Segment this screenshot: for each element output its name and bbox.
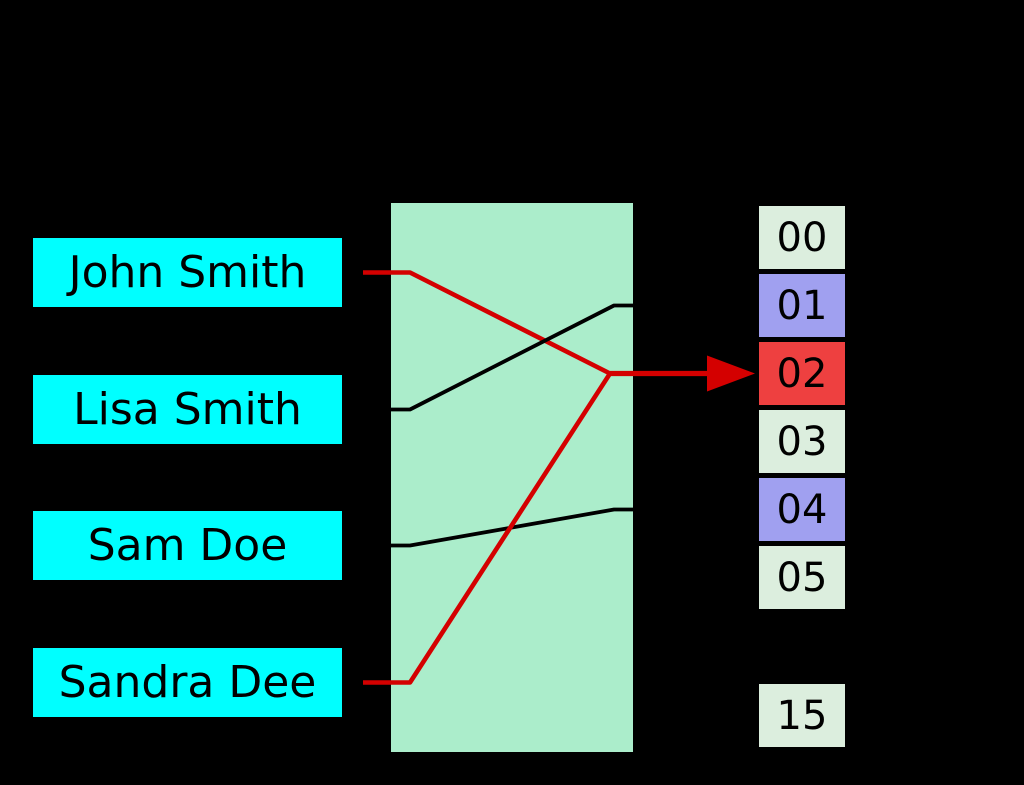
hash-function-box xyxy=(391,203,633,752)
bucket-label: 03 xyxy=(776,418,828,465)
bucket-cell-03: 03 xyxy=(759,410,845,473)
bucket-label: 04 xyxy=(776,486,828,533)
key-label: John Smith xyxy=(68,246,307,298)
key-label: Sandra Dee xyxy=(58,656,317,708)
bucket-label: 02 xyxy=(776,350,828,397)
key-box: Sandra Dee xyxy=(33,648,342,717)
key-box: John Smith xyxy=(33,238,342,307)
bucket-cell-02: 02 xyxy=(759,342,845,405)
bucket-label: 15 xyxy=(776,692,828,739)
bucket-label: 05 xyxy=(776,554,828,601)
key-box: Lisa Smith xyxy=(33,375,342,444)
key-box: Sam Doe xyxy=(33,511,342,580)
collision-arrow-head-icon xyxy=(707,355,755,392)
bucket-cell-04: 04 xyxy=(759,478,845,541)
bucket-label: 00 xyxy=(776,214,828,261)
bucket-cell-00: 00 xyxy=(759,206,845,269)
bucket-cell-05: 05 xyxy=(759,546,845,609)
bucket-label: 01 xyxy=(776,282,828,329)
bucket-cell-01: 01 xyxy=(759,274,845,337)
bucket-cell-15: 15 xyxy=(759,684,845,747)
key-label: Lisa Smith xyxy=(73,383,302,435)
key-label: Sam Doe xyxy=(87,519,288,571)
